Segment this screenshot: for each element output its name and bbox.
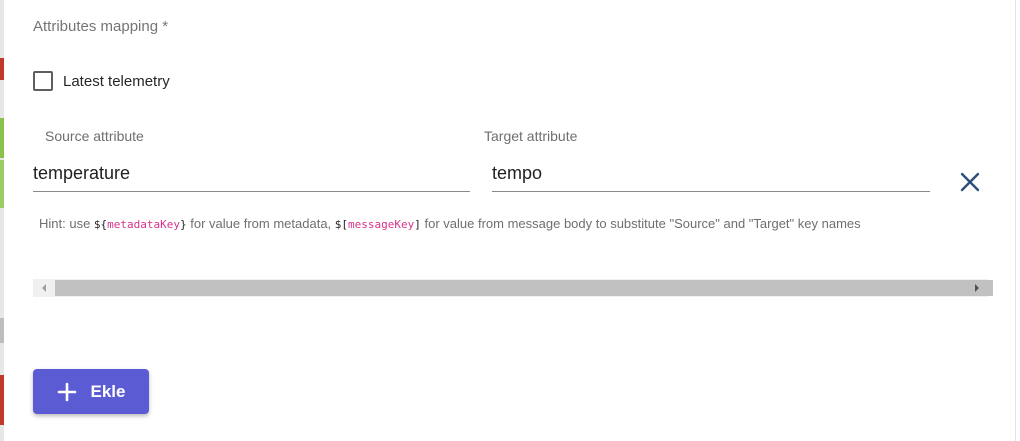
hint-prefix: Hint: use xyxy=(39,216,94,231)
source-attribute-input[interactable] xyxy=(33,156,470,190)
scrollbar-thumb[interactable] xyxy=(55,280,993,296)
code-open: $[ xyxy=(334,218,349,231)
add-mapping-button[interactable]: Ekle xyxy=(33,369,149,414)
horizontal-scrollbar[interactable] xyxy=(33,279,993,297)
right-divider xyxy=(1015,0,1016,441)
caret-right-icon xyxy=(975,284,979,292)
latest-telemetry-row[interactable]: Latest telemetry xyxy=(33,71,170,91)
code-key: messageKey xyxy=(348,218,415,231)
target-attribute-input[interactable] xyxy=(492,156,930,190)
mapping-hint: Hint: use ${metadataKey} for value from … xyxy=(39,216,861,231)
close-icon xyxy=(960,172,980,192)
target-attribute-label: Target attribute xyxy=(484,128,578,144)
hint-middle: for value from metadata, xyxy=(186,216,335,231)
message-key-code: $[messageKey] xyxy=(335,218,421,231)
latest-telemetry-checkbox[interactable] xyxy=(33,71,53,91)
latest-telemetry-label: Latest telemetry xyxy=(63,72,170,90)
scroll-right-button[interactable] xyxy=(968,279,986,297)
code-open: ${ xyxy=(93,218,108,231)
left-edge-strip xyxy=(0,0,4,441)
plus-icon xyxy=(57,382,76,401)
code-key: metadataKey xyxy=(107,218,181,231)
code-close: } xyxy=(180,218,187,231)
remove-mapping-button[interactable] xyxy=(958,170,982,194)
section-title: Attributes mapping * xyxy=(33,18,169,35)
source-attribute-label: Source attribute xyxy=(45,128,144,144)
target-attribute-field xyxy=(492,156,930,192)
source-attribute-field xyxy=(33,156,470,192)
caret-left-icon xyxy=(42,284,46,292)
scroll-left-button[interactable] xyxy=(35,279,53,297)
add-button-label: Ekle xyxy=(90,381,126,401)
code-close: ] xyxy=(414,218,421,231)
metadata-key-code: ${metadataKey} xyxy=(94,218,187,231)
hint-suffix: for value from message body to substitut… xyxy=(420,216,861,231)
